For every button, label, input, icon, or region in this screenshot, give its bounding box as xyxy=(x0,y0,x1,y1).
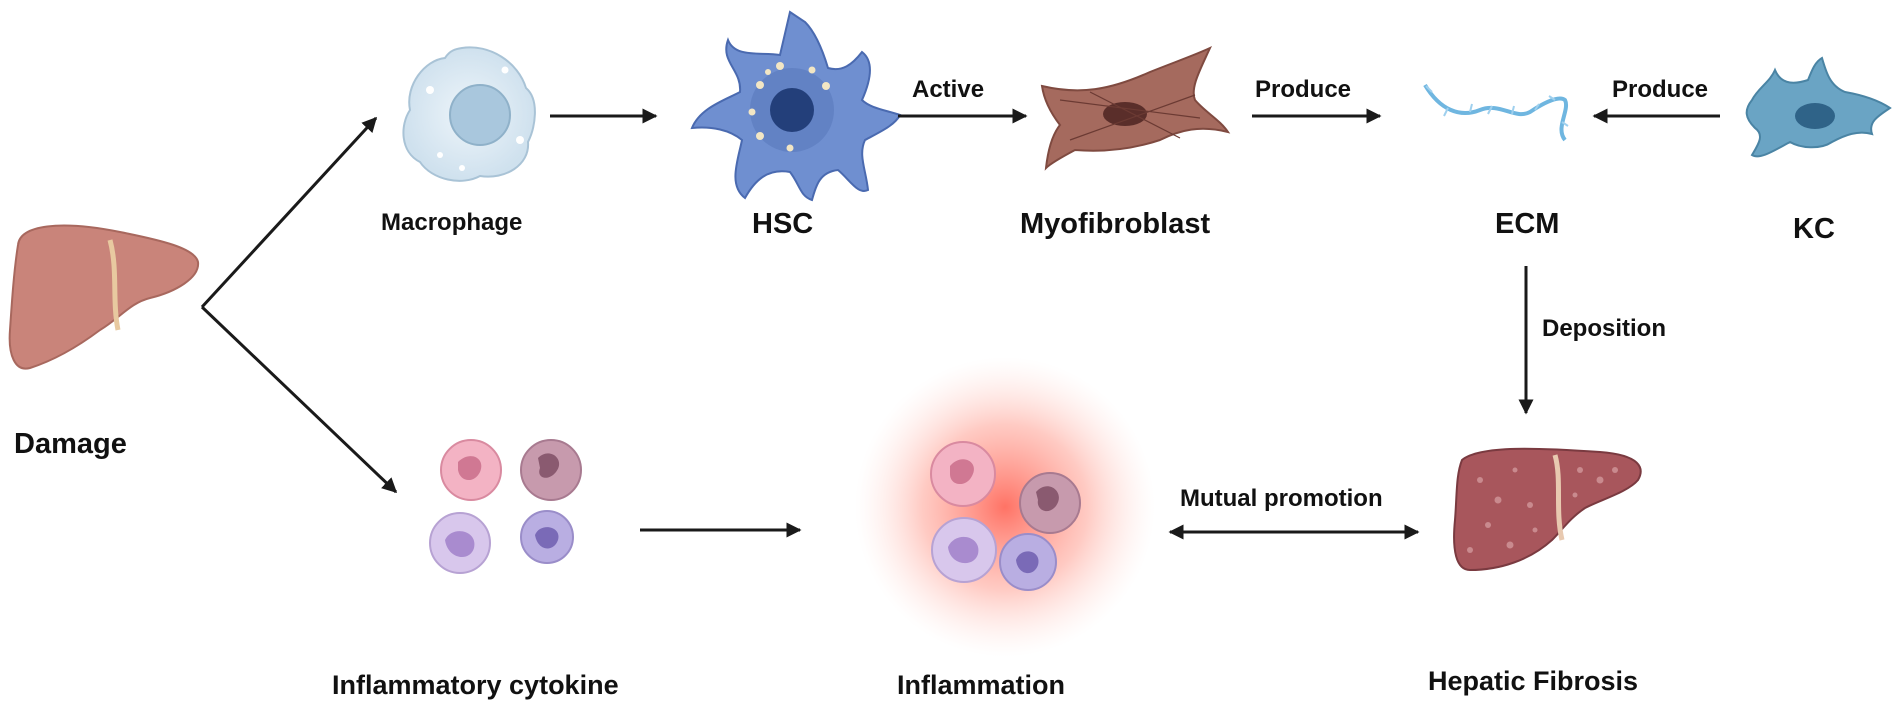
kc-icon xyxy=(1745,56,1892,158)
produce-arrow-label-2: Produce xyxy=(1612,76,1708,103)
mutual-promotion-arrow-label: Mutual promotion xyxy=(1180,485,1383,512)
macrophage-icon xyxy=(402,46,536,182)
active-arrow-label: Active xyxy=(912,76,984,103)
myofibroblast-icon xyxy=(1040,45,1231,171)
ecm-label: ECM xyxy=(1495,208,1559,240)
hsc-label: HSC xyxy=(752,208,813,240)
hsc-icon xyxy=(690,10,902,202)
hepatic-fibrosis-label: Hepatic Fibrosis xyxy=(1428,666,1638,696)
macrophage-label: Macrophage xyxy=(381,209,522,236)
kc-label: KC xyxy=(1793,213,1835,245)
inflammation-icon xyxy=(855,357,1155,657)
damage-label: Damage xyxy=(14,428,127,460)
myofibroblast-label: Myofibroblast xyxy=(1020,208,1210,240)
arrow-damage-to-cytokine xyxy=(200,305,398,494)
fibrotic-liver-icon xyxy=(1453,447,1642,572)
arrow-damage-to-macrophage xyxy=(200,116,378,309)
ecm-fiber-icon xyxy=(1423,83,1569,142)
inflammatory-cytokine-cells-icon xyxy=(429,439,582,574)
inflammation-label: Inflammation xyxy=(897,670,1065,700)
damage-liver-icon xyxy=(8,224,200,370)
inflammatory-cytokine-label: Inflammatory cytokine xyxy=(332,670,619,700)
produce-arrow-label-1: Produce xyxy=(1255,76,1351,103)
deposition-arrow-label: Deposition xyxy=(1542,315,1666,342)
